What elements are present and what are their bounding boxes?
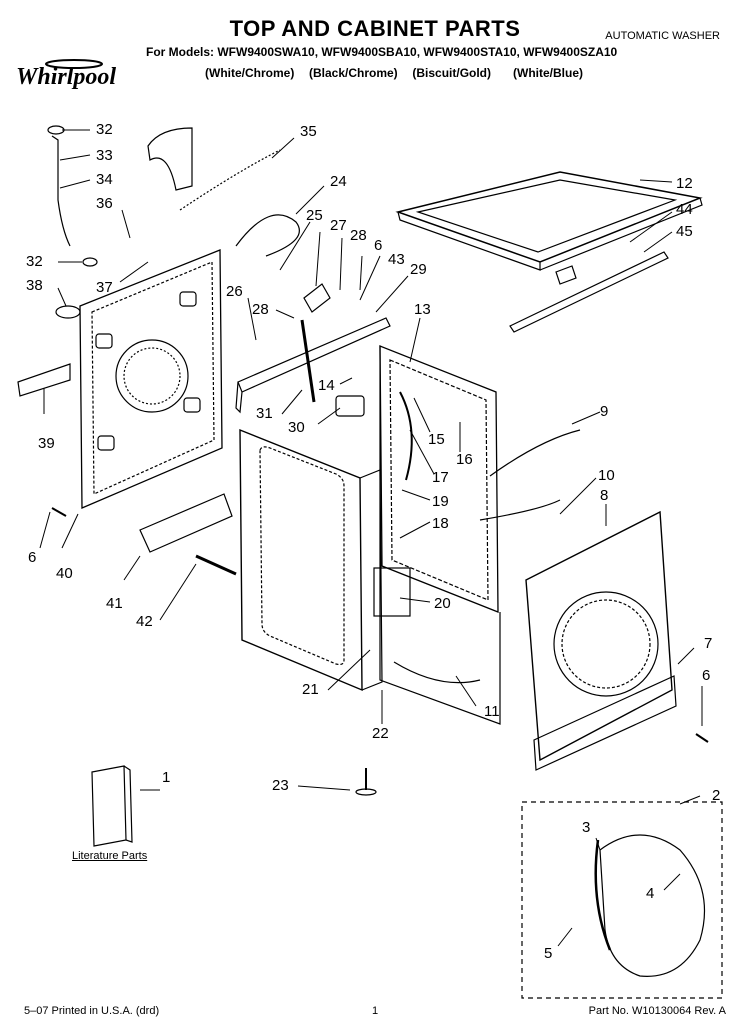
callout-12: 12 <box>676 175 693 192</box>
callout-44: 44 <box>676 201 693 218</box>
callout-31: 31 <box>256 405 273 422</box>
front-panel <box>525 510 673 762</box>
callout-19: 19 <box>432 493 449 510</box>
part-number: Part No. W10130064 Rev. A <box>588 1005 726 1017</box>
color-list: (White/Chrome) (Black/Chrome) (Biscuit/G… <box>205 66 584 80</box>
callout-29: 29 <box>410 261 427 278</box>
callout-34: 34 <box>96 171 113 188</box>
callout-13: 13 <box>414 301 431 318</box>
brand-wordmark: Whirlpool <box>16 64 116 90</box>
logo-swoosh-icon <box>45 59 103 69</box>
footer-print-info: 5–07 Printed in U.S.A. (drd) <box>24 1005 160 1017</box>
callout-32b: 32 <box>26 253 43 270</box>
callout-15: 15 <box>428 431 445 448</box>
callout-35: 35 <box>300 123 317 140</box>
callout-45: 45 <box>676 223 693 240</box>
callout-42: 42 <box>136 613 153 630</box>
callout-36: 36 <box>96 195 113 212</box>
callout-24: 24 <box>330 173 347 190</box>
callout-39: 39 <box>38 435 55 452</box>
top-rail <box>509 251 669 333</box>
callout-41: 41 <box>106 595 123 612</box>
literature-book <box>91 765 133 847</box>
callout-11: 11 <box>484 703 500 720</box>
callout-28b: 28 <box>252 301 269 318</box>
callout-10: 10 <box>598 467 615 484</box>
model-list: For Models: WFW9400SWA10, WFW9400SBA10, … <box>146 45 618 59</box>
door-assembly <box>594 834 706 977</box>
page-number: 1 <box>372 1005 379 1017</box>
console-bracket <box>235 317 391 414</box>
callout-21: 21 <box>302 681 319 698</box>
callout-3: 3 <box>582 819 591 836</box>
back-panel <box>79 249 223 509</box>
callout-22: 22 <box>372 725 389 742</box>
callout-38: 38 <box>26 277 43 294</box>
callout-9: 9 <box>600 403 609 420</box>
callout-33: 33 <box>96 147 113 164</box>
leader-lines <box>39 129 703 947</box>
door-assembly-box <box>521 801 723 999</box>
callout-32: 32 <box>96 121 113 138</box>
callout-6c: 6 <box>702 667 711 684</box>
cabinet-frame <box>379 345 501 725</box>
hoses-and-fittings <box>17 125 709 796</box>
brand-logo: Whirlpool <box>16 59 116 90</box>
callout-14: 14 <box>318 377 335 394</box>
callout-37: 37 <box>96 279 113 296</box>
callout-28: 28 <box>350 227 367 244</box>
callout-30: 30 <box>288 419 305 436</box>
callout-4: 4 <box>646 885 655 902</box>
callout-27: 27 <box>330 217 347 234</box>
callout-23: 23 <box>272 777 289 794</box>
top-panel <box>395 171 703 271</box>
callout-2: 2 <box>712 787 721 804</box>
callout-8: 8 <box>600 487 609 504</box>
page-title: TOP AND CABINET PARTS <box>229 16 521 41</box>
callout-5: 5 <box>544 945 553 962</box>
callout-6b: 6 <box>374 237 383 254</box>
callout-25: 25 <box>306 207 323 224</box>
callout-40: 40 <box>56 565 73 582</box>
callout-6a: 6 <box>28 549 37 566</box>
literature-parts-label: Literature Parts <box>72 850 148 862</box>
callout-17: 17 <box>432 469 449 486</box>
callout-7: 7 <box>704 635 713 652</box>
callout-43: 43 <box>388 251 405 268</box>
callout-16: 16 <box>456 451 473 468</box>
toe-panel <box>533 675 677 771</box>
callout-20: 20 <box>434 595 451 612</box>
left-side-panel <box>239 428 383 692</box>
callout-18: 18 <box>432 515 449 532</box>
document-type: AUTOMATIC WASHER <box>605 30 720 42</box>
callout-1: 1 <box>162 769 171 786</box>
callout-26: 26 <box>226 283 243 300</box>
